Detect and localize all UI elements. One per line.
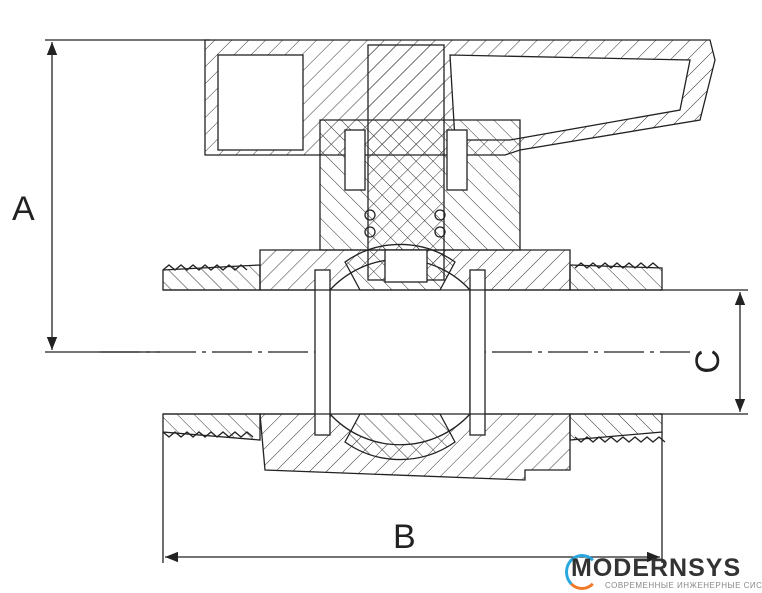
modernsys-logo: MODERNSYS СОВРЕМЕННЫЕ ИНЖЕНЕРНЫЕ СИСТЕМЫ: [565, 552, 762, 593]
stem: [344, 44, 468, 283]
dimension-c: [660, 289, 748, 415]
dimension-a: [45, 39, 210, 353]
dimension-a-label: A: [12, 190, 35, 228]
logo-name: MODERNSYS: [571, 554, 742, 582]
handle: [204, 39, 716, 156]
dimension-b-label: B: [393, 518, 416, 556]
logo-tagline: СОВРЕМЕННЫЕ ИНЖЕНЕРНЫЕ СИСТЕМЫ: [605, 581, 762, 590]
dimension-c-label: C: [688, 349, 727, 374]
logo-arc-icon: [565, 554, 599, 590]
ball: [314, 243, 486, 461]
